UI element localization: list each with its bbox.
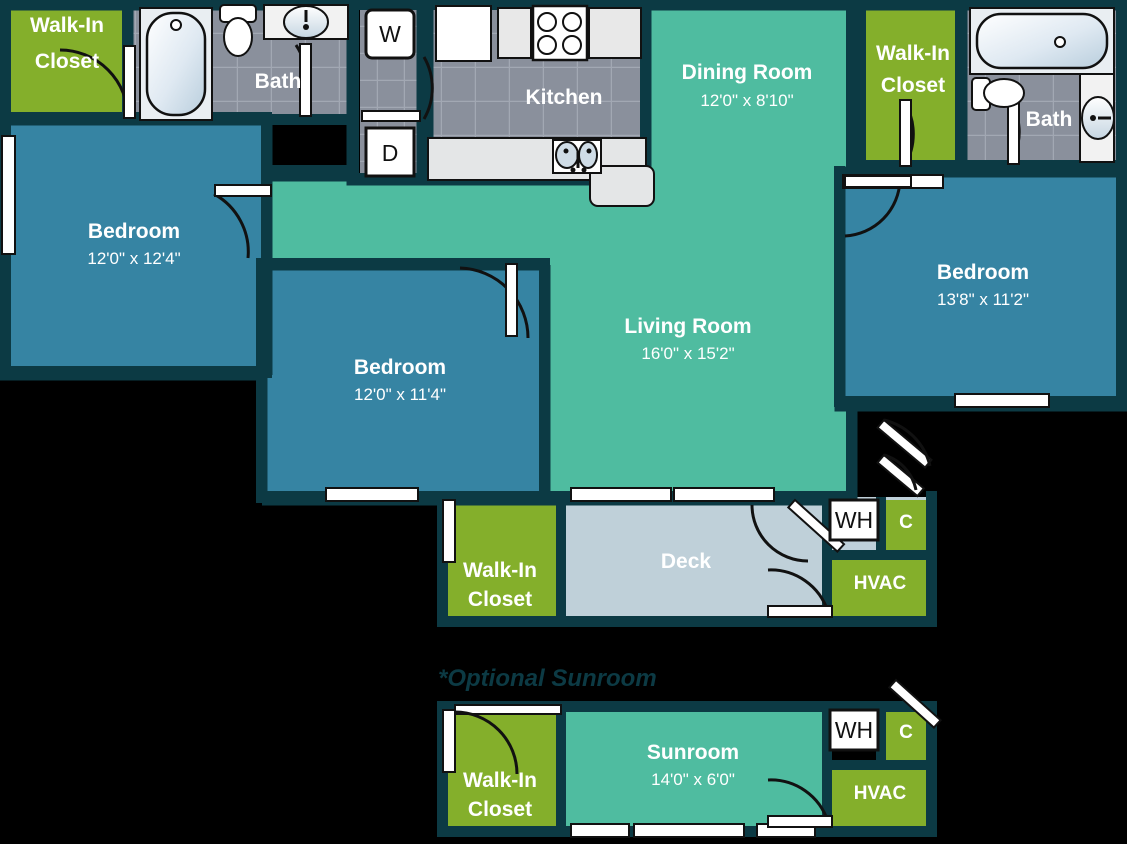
- closet-label-deck: C: [899, 512, 913, 533]
- doors-sunroom: [454, 710, 830, 823]
- room-floor-sunroom: [562, 707, 827, 829]
- label-walk-in-closet-left-line1: Walk-In: [30, 14, 104, 37]
- label-walk-in-closet-sun-line2: Closet: [468, 798, 532, 821]
- room-floor-walk-in-closet-deck: [447, 500, 562, 619]
- room-floor-bedroom-middle: [267, 265, 540, 495]
- dim-sunroom: 14'0" x 6'0": [651, 770, 735, 789]
- bath-left-fixtures: [139, 4, 349, 121]
- door-arcs-patio: [883, 418, 932, 491]
- label-bath-left: Bath: [255, 70, 302, 93]
- dim-dining-room: 12'0" x 8'10": [700, 91, 793, 110]
- label-sunroom: Sunroom: [647, 741, 739, 764]
- label-walk-in-closet-left-line2: Closet: [35, 50, 99, 73]
- label-living-room: Living Room: [624, 315, 751, 338]
- closet-label-sun: C: [899, 722, 913, 743]
- hvac-label-sun: HVAC: [854, 783, 907, 804]
- label-walk-in-closet-right-line1: Walk-In: [876, 42, 950, 65]
- room-floor-closet-deck: [884, 500, 930, 555]
- label-bedroom-left: Bedroom: [88, 220, 180, 243]
- room-floor-hvac-deck: [828, 558, 932, 619]
- room-floor-living-dining: [267, 5, 852, 494]
- water-heater-box-deck: [828, 498, 880, 542]
- label-deck: Deck: [661, 550, 712, 573]
- room-floor-bedroom-right: [845, 172, 1127, 400]
- label-dining-room: Dining Room: [682, 61, 813, 84]
- door-leaf-sunroom: [767, 815, 833, 828]
- label-walk-in-closet-sun-line1: Walk-In: [463, 769, 537, 792]
- main-unit: W D WH C HVAC Walk-In Closet Bath Bedroo…: [0, 0, 1127, 627]
- optional-sunroom-title: *Optional Sunroom: [438, 665, 657, 692]
- door-leaves-main: [123, 43, 1020, 618]
- room-floor-walk-in-closet-left: [10, 5, 128, 115]
- optional-sunroom-unit: *Optional Sunroom: [437, 665, 943, 838]
- dryer-label: D: [382, 140, 399, 166]
- dim-living-room: 16'0" x 15'2": [641, 344, 734, 363]
- water-heater-box-sun: [828, 708, 880, 752]
- room-floor-closet-sun: [884, 710, 930, 765]
- hvac-label-deck: HVAC: [854, 573, 907, 594]
- door-leaf-sunroom-exterior: [887, 678, 943, 729]
- dim-bedroom-middle: 12'0" x 11'4": [354, 385, 446, 404]
- label-bedroom-middle: Bedroom: [354, 356, 446, 379]
- label-bath-right: Bath: [1026, 108, 1073, 131]
- water-heater-label-sun: WH: [835, 717, 873, 743]
- room-floor-walk-in-closet-sun: [447, 710, 562, 829]
- water-heater-label-deck: WH: [835, 507, 873, 533]
- kitchen-fixtures: [427, 4, 655, 207]
- label-walk-in-closet-deck-line2: Closet: [468, 588, 532, 611]
- washer-label: W: [379, 21, 401, 47]
- bath-right-fixtures: [969, 7, 1115, 163]
- room-floor-bedroom-left: [10, 120, 267, 370]
- dryer-box: [364, 126, 416, 178]
- washer-box: [364, 8, 416, 60]
- label-bedroom-right: Bedroom: [937, 261, 1029, 284]
- dim-bedroom-right: 13'8" x 11'2": [937, 290, 1029, 309]
- label-walk-in-closet-right-line2: Closet: [881, 74, 945, 97]
- label-walk-in-closet-deck-line1: Walk-In: [463, 559, 537, 582]
- label-kitchen: Kitchen: [525, 86, 602, 109]
- dim-bedroom-left: 12'0" x 12'4": [87, 249, 180, 268]
- room-floor-hvac-sun: [828, 768, 932, 829]
